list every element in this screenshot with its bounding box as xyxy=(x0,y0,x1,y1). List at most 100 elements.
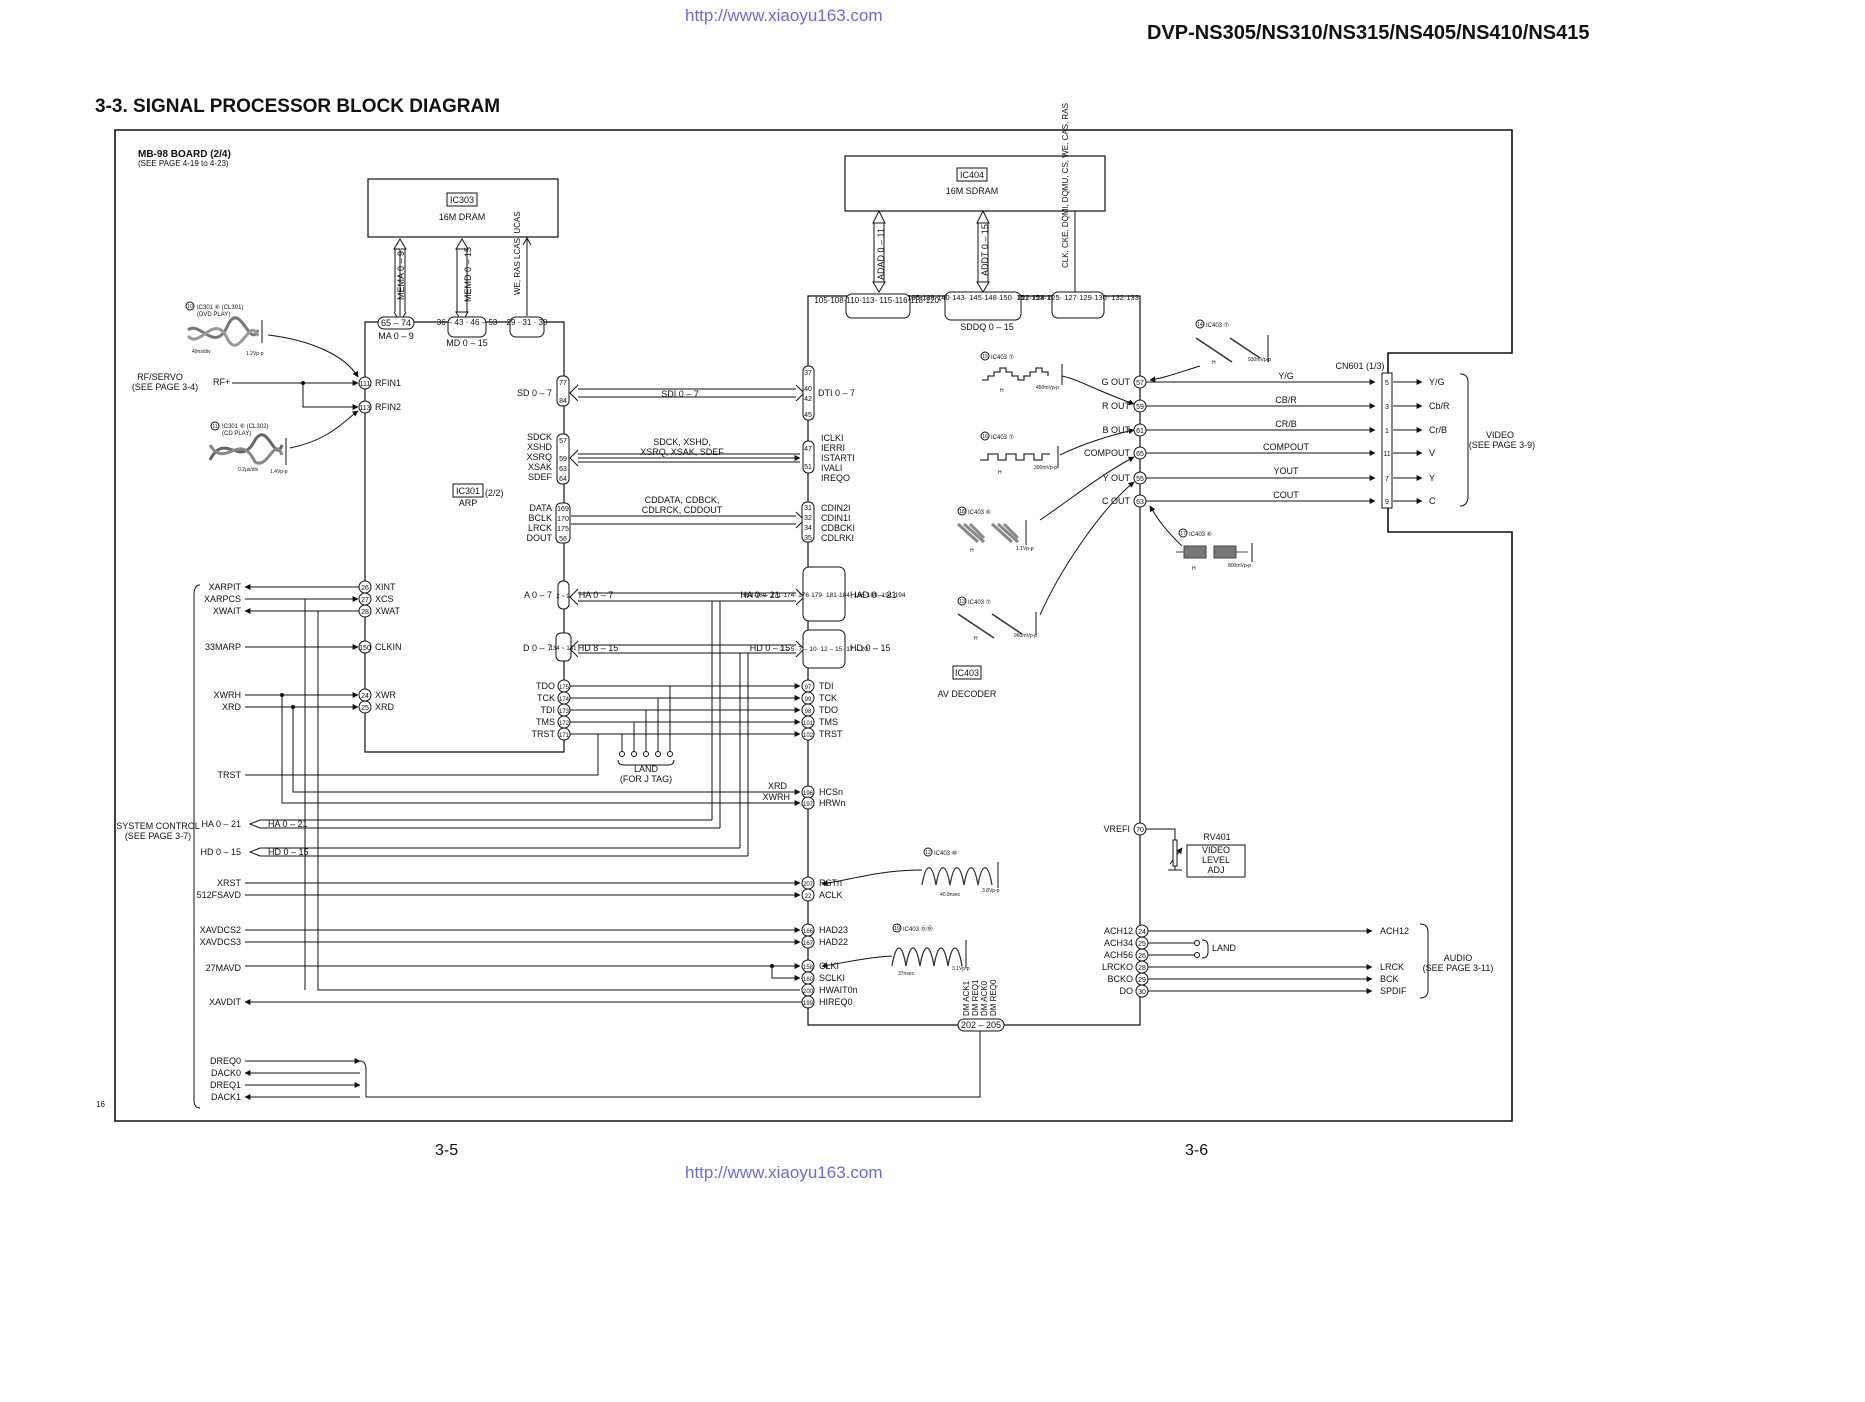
svg-text:DM ACK0: DM ACK0 xyxy=(980,980,989,1016)
svg-text:24: 24 xyxy=(361,693,369,700)
svg-text:LRCK: LRCK xyxy=(1380,962,1404,972)
svg-text:166: 166 xyxy=(803,929,814,935)
svg-text:202 – 205: 202 – 205 xyxy=(961,1020,1001,1030)
top-url[interactable]: http://www.xiaoyu163.com xyxy=(685,6,883,25)
svg-text:15: 15 xyxy=(982,354,988,360)
svg-text:C: C xyxy=(1429,496,1436,506)
ic404-ref: IC404 xyxy=(960,170,984,180)
waveform-11: 11 IC301 ⑥ (CL302) (CD PLAY) 1.4Vp-p 0.2… xyxy=(208,410,359,475)
waveform-14: 14 IC403 ⑦ 930mVp-p H xyxy=(1149,319,1271,383)
rv401-ref: RV401 xyxy=(1203,832,1230,842)
svg-text:11: 11 xyxy=(1383,451,1390,458)
svg-text:49ns/div: 49ns/div xyxy=(192,349,211,355)
svg-text:TRST: TRST xyxy=(218,770,242,780)
svg-text:HCSn: HCSn xyxy=(819,787,843,797)
cn601-label: CN601 (1/3) xyxy=(1335,361,1384,371)
svg-text:196: 196 xyxy=(803,791,814,797)
ic403-left-pins: 37 40 42 45 DTI 0 – 7 47 51 ICLKI IERRI … xyxy=(197,365,906,1009)
svg-text:H: H xyxy=(974,636,978,642)
svg-text:IC301 ⑥ (CL301): IC301 ⑥ (CL301) xyxy=(197,304,243,311)
svg-text:168·169· 171·174· 176·179· 181: 168·169· 171·174· 176·179· 181·184· 186·… xyxy=(743,592,906,599)
svg-text:XAVDCS3: XAVDCS3 xyxy=(200,937,241,947)
page-number-left: 3-5 xyxy=(435,1142,459,1159)
ic403-desc: AV DECODER xyxy=(938,689,997,699)
svg-text:3.8Vp-p: 3.8Vp-p xyxy=(982,888,1000,894)
svg-text:TDO: TDO xyxy=(819,705,838,715)
svg-text:19: 19 xyxy=(894,926,900,932)
svg-text:200: 200 xyxy=(803,989,814,995)
bottom-url[interactable]: http://www.xiaoyu163.com xyxy=(685,1163,883,1182)
svg-text:24: 24 xyxy=(1138,929,1146,936)
svg-text:HWAIT0n: HWAIT0n xyxy=(819,985,858,995)
svg-text:DM REQ0: DM REQ0 xyxy=(989,979,998,1016)
svg-text:31: 31 xyxy=(804,505,812,512)
svg-text:G OUT: G OUT xyxy=(1102,377,1131,387)
svg-text:169: 169 xyxy=(557,506,569,513)
svg-text:55: 55 xyxy=(1136,476,1144,483)
svg-text:TDO: TDO xyxy=(536,681,555,691)
svg-text:DO: DO xyxy=(1120,986,1134,996)
ic301-suffix: (2/2) xyxy=(485,488,504,498)
svg-text:ACH34: ACH34 xyxy=(1104,938,1133,948)
svg-text:HRWn: HRWn xyxy=(819,798,845,808)
ic404-desc: 16M SDRAM xyxy=(946,186,999,196)
svg-text:DOUT: DOUT xyxy=(527,533,553,543)
svg-text:37nsec: 37nsec xyxy=(898,971,915,977)
sheet-number: 16 xyxy=(96,1100,105,1109)
svg-text:ACH56: ACH56 xyxy=(1104,950,1133,960)
svg-text:IREQO: IREQO xyxy=(821,473,850,483)
svg-text:LEVEL: LEVEL xyxy=(1202,855,1230,865)
svg-text:TCK: TCK xyxy=(537,693,555,703)
svg-text:40.8nsec: 40.8nsec xyxy=(940,892,961,898)
svg-text:173: 173 xyxy=(559,709,570,715)
board-see: (SEE PAGE 4-19 to 4-23) xyxy=(138,159,229,168)
arrow-we: WE, RAS LCAS, UCAS xyxy=(513,211,522,295)
svg-text:158: 158 xyxy=(803,965,814,971)
audio-dest-see: (SEE PAGE 3-11) xyxy=(1423,963,1494,973)
svg-text:5: 5 xyxy=(1385,380,1389,387)
svg-text:(CD PLAY): (CD PLAY) xyxy=(222,431,251,437)
ic403-video-out: G OUT 57 Y/G R OUT 59 CB/R B OUT 61 CR/B… xyxy=(1084,371,1310,508)
svg-text:65: 65 xyxy=(1136,451,1144,458)
svg-text:(DVD PLAY): (DVD PLAY) xyxy=(197,312,230,318)
svg-text:XARPIT: XARPIT xyxy=(208,582,241,592)
svg-text:IC403 ⑩: IC403 ⑩ xyxy=(934,850,957,857)
ic303-block: IC303 16M DRAM xyxy=(367,178,559,238)
svg-text:XWAIT: XWAIT xyxy=(213,606,242,616)
waveform-17: 17 IC403 ⑥ 800mVp-p H xyxy=(1149,505,1253,572)
svg-text:IC403 ⑮⑱: IC403 ⑮⑱ xyxy=(903,925,933,933)
svg-text:1.2Vp-p: 1.2Vp-p xyxy=(246,351,264,357)
svg-text:45: 45 xyxy=(804,412,812,419)
svg-text:DREQ0: DREQ0 xyxy=(210,1056,241,1066)
svg-text:ICLKI: ICLKI xyxy=(821,433,844,443)
svg-text:Y/G: Y/G xyxy=(1429,377,1445,387)
svg-text:IVALI: IVALI xyxy=(821,463,842,473)
svg-text:Y OUT: Y OUT xyxy=(1103,473,1131,483)
arrow-adad: ADAD 0 – 11 xyxy=(876,228,886,280)
system-see: (SEE PAGE 3-7) xyxy=(125,831,191,841)
svg-text:XCS: XCS xyxy=(375,594,394,604)
svg-text:930mVp-p: 930mVp-p xyxy=(1248,357,1271,363)
svg-text:SD 0 – 7: SD 0 – 7 xyxy=(517,388,552,398)
ic301-desc: ARP xyxy=(459,498,478,508)
svg-text:ADJ: ADJ xyxy=(1207,865,1224,875)
svg-text:XWRH: XWRH xyxy=(214,690,242,700)
svg-text:160: 160 xyxy=(803,977,814,983)
svg-text:XRD: XRD xyxy=(768,781,788,791)
svg-text:63: 63 xyxy=(1136,499,1144,506)
svg-text:XARPCS: XARPCS xyxy=(204,594,241,604)
svg-text:14: 14 xyxy=(1197,322,1203,328)
rf-plus: RF+ xyxy=(213,377,230,387)
bus-ma: MA 0 – 9 xyxy=(378,331,414,341)
svg-text:1.1Vp-p: 1.1Vp-p xyxy=(1016,546,1034,552)
svg-text:101: 101 xyxy=(803,721,814,727)
svg-text:960mVp-p: 960mVp-p xyxy=(1014,633,1037,639)
ic301-ref: IC301 xyxy=(456,486,480,496)
svg-text:XWRH: XWRH xyxy=(763,792,791,802)
svg-text:R OUT: R OUT xyxy=(1102,401,1131,411)
svg-text:26: 26 xyxy=(1138,953,1146,960)
svg-text:175: 175 xyxy=(559,685,570,691)
outer-frame xyxy=(114,129,1513,1122)
svg-text:DM REQ1: DM REQ1 xyxy=(971,979,980,1016)
svg-text:BCK: BCK xyxy=(1380,974,1399,984)
